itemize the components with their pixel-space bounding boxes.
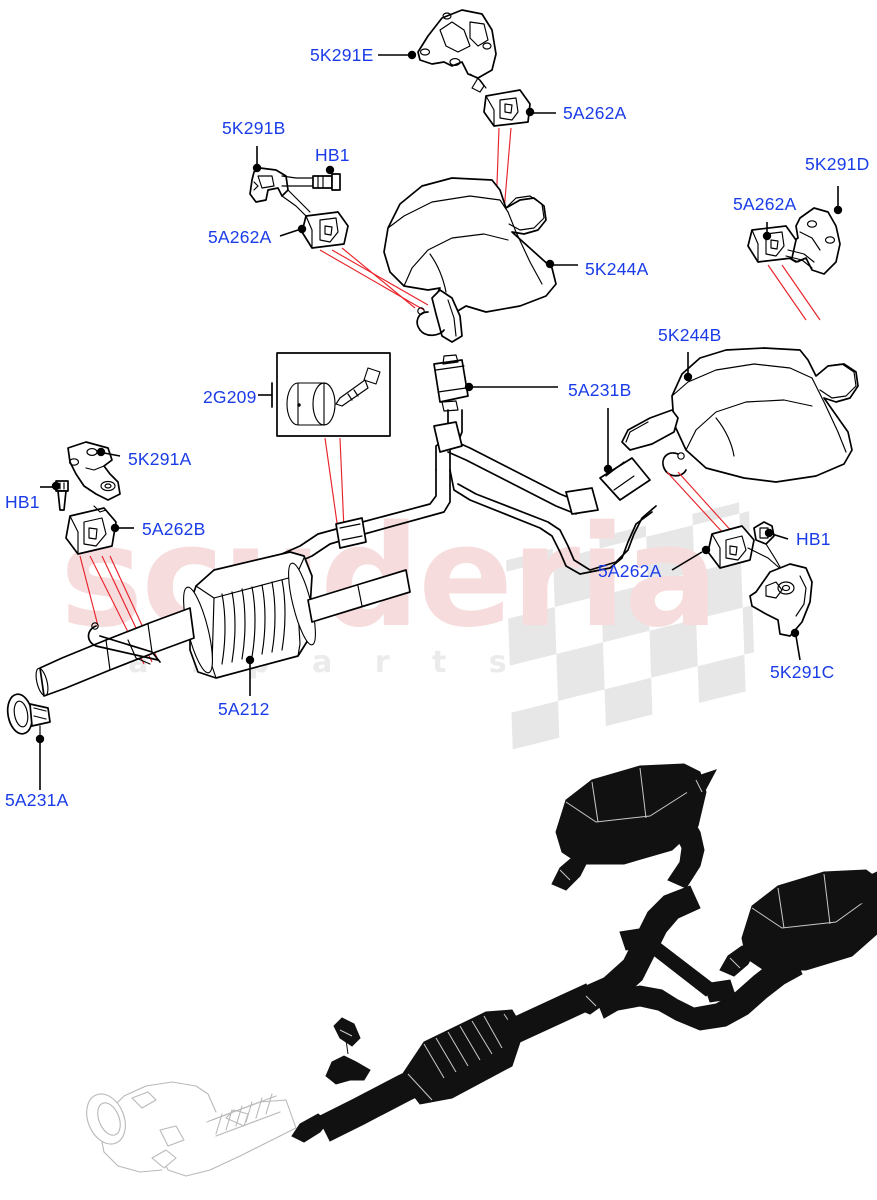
leader-dot-5K291D [833,205,843,215]
label-5K291A: 5K291A [128,449,192,469]
leader-dot-HB1-left [325,165,335,175]
highlight-2G209 [324,437,339,531]
label-5K244A: 5K244A [585,259,649,279]
leader-dot-5K291C [790,628,800,638]
part-5A231A-clamp [6,693,51,737]
label-5A262A-top: 5A262A [563,103,627,123]
label-HB1-left: HB1 [315,145,350,165]
leader-5K291A [103,452,121,457]
exploded-view [6,9,859,790]
leader-dot-5K291A [96,447,106,457]
leader-dot-5A231A [35,734,45,744]
leader-dot-5A262A-right [762,231,772,241]
leader-dot-HB1-centre [51,481,61,491]
highlight-5K244B-hanger [666,471,725,535]
highlight-5K244A-hanger [341,247,416,309]
part-5A231B-clamp-lower [599,457,651,501]
label-5A262A-left: 5A262A [208,227,272,247]
label-5K291E: 5K291E [310,45,373,65]
part-5A262A-insulator-left [301,211,349,249]
label-layer: 5K291E 5A262A 5K291B HB1 5A262A 5K244A 5… [5,45,869,810]
label-5K291D: 5K291D [805,154,869,174]
highlight-5A262A-left [319,249,425,311]
leader-5K291C [795,635,801,661]
label-5A231A: 5A231A [5,790,69,810]
leader-5A262A-lower-right [671,551,703,571]
part-5A212-centre-silencer [35,551,411,697]
part-HB1-bolt-left [312,173,341,191]
leader-dot-HB1-right [764,528,774,538]
exhaust-pipework [245,409,657,581]
part-5A262A-insulator-top [483,89,531,127]
catalytic-converter [86,1081,297,1177]
leader-dot-5A231B-lower [603,464,613,474]
leader-dot-5K291E [407,50,417,60]
leader-dot-5A231B-upper [464,382,474,392]
label-5K291C: 5K291C [770,662,834,682]
highlight-5A262A-right [767,264,807,321]
part-5A231B-clamp-upper [433,354,469,412]
leader-5A262A-left [279,229,299,237]
label-5A231B: 5A231B [568,380,631,400]
part-5K244A-silencer [383,177,557,343]
part-5K291B-bracket [249,167,313,217]
label-2G209: 2G209 [203,387,257,407]
leader-dot-5A262B [110,523,120,533]
leader-dot-5K244B [683,372,693,382]
leader-dot-5A262A-lower-right [701,545,711,555]
part-5A262A-insulator-right [747,225,815,269]
leader-dot-5A262A-left [297,224,307,234]
part-5K291A-bracket [67,441,121,501]
label-5A212: 5A212 [218,699,270,719]
leader-dot-5K244A [545,259,555,269]
highlight-5A262B [79,555,99,627]
part-5K244B-silencer [621,347,859,483]
part-5K291E-bracket [417,9,497,93]
label-5K291B: 5K291B [222,118,285,138]
label-HB1-right: HB1 [796,529,831,549]
label-5A262B: 5A262B [142,519,205,539]
label-5A262A-right: 5A262A [733,194,797,214]
leader-dot-5K291B [252,163,262,173]
label-HB1-centre: HB1 [5,492,40,512]
solid-assembly-view [86,763,877,1177]
label-5K244B: 5K244B [658,325,721,345]
leader-HB1-right [771,533,789,540]
leader-dot-5A262A-top [525,107,535,117]
label-5A262A-lower-right: 5A262A [598,561,662,581]
part-5K291C-bracket [749,563,813,637]
leader-dot-5A212 [245,655,255,665]
part-5K291D-bracket [785,207,841,275]
part-2G209-inset [276,352,391,437]
part-5A262B-insulator [65,505,117,555]
